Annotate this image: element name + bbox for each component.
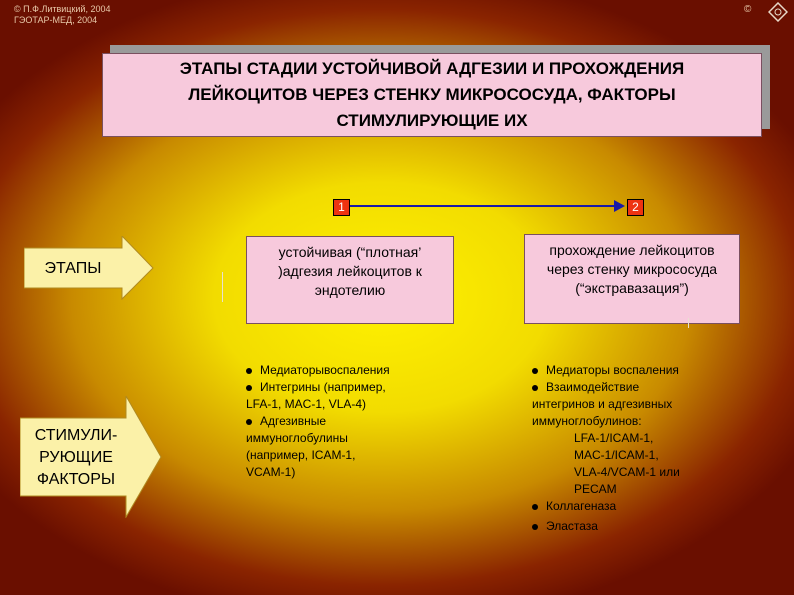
divider-tick-1: [222, 272, 223, 302]
bullet-icon: [246, 384, 252, 391]
bullet-icon: [246, 418, 252, 425]
row-label-factors: СТИМУЛИ-РУЮЩИЕ ФАКТОРЫ: [34, 427, 118, 488]
factor-subitem: MAC-1/ICAM-1,: [574, 448, 659, 462]
bullet-icon: [532, 367, 538, 374]
factor-item: Эластаза: [532, 518, 752, 535]
factors-list-1: Медиаторывоспаления Интегрины (например,…: [246, 362, 456, 481]
divider-tick-2: [688, 318, 689, 328]
factor-item: Адгезивные: [246, 413, 456, 430]
factor-item: Коллагеназа: [532, 498, 752, 515]
stage-box-1: устойчивая (“плотная’ )адгезия лейкоцито…: [246, 236, 454, 324]
factor-item-cont: иммуноглобулины: [246, 431, 348, 445]
factor-subitem: PECAM: [574, 482, 617, 496]
factor-item-cont: (например, ICAM-1,: [246, 448, 356, 462]
factor-item: Интегрины (например,: [246, 379, 456, 396]
bullet-icon: [532, 384, 538, 391]
copyright-line-2: ГЭОТАР-МЕД, 2004: [14, 15, 98, 25]
stage-box-2: прохождение лейкоцитов через стенку микр…: [524, 234, 740, 324]
stages-arrow-shape: [24, 236, 154, 300]
factor-item: Медиаторывоспаления: [246, 362, 456, 379]
factor-item-cont: иммуноглобулинов:: [532, 414, 642, 428]
row-label-stages: ЭТАПЫ: [44, 260, 102, 277]
factor-item-cont: VCAM-1): [246, 465, 296, 479]
slide-title: ЭТАПЫ СТАДИИ УСТОЙЧИВОЙ АДГЕЗИИ И ПРОХОЖ…: [102, 53, 762, 137]
stage-number-2: 2: [627, 199, 644, 216]
factor-item: Взаимодействие: [532, 379, 752, 396]
copyright: © П.Ф.Литвицкий, 2004 ГЭОТАР-МЕД, 2004: [14, 4, 110, 26]
stage-text-2: прохождение лейкоцитов через стенку микр…: [546, 242, 718, 296]
factors-list-2: Медиаторы воспаления Взаимодействие инте…: [532, 362, 752, 535]
bullet-icon: [532, 503, 538, 510]
factor-item-cont: интегринов и адгезивных: [532, 397, 673, 411]
stage-text-1: устойчивая (“плотная’ )адгезия лейкоцито…: [278, 244, 422, 298]
copyright-sign: ©: [744, 4, 752, 15]
factors-arrow-shape: [20, 396, 162, 518]
factor-item: Медиаторы воспаления: [532, 362, 752, 379]
stage-number-1: 1: [333, 199, 350, 216]
factor-subitem: VLA-4/VCAM-1 или: [574, 465, 680, 479]
diamond-logo-icon[interactable]: [768, 2, 788, 22]
copyright-line-1: © П.Ф.Литвицкий, 2004: [14, 4, 111, 14]
stage-connector-arrow: [348, 200, 625, 212]
bullet-icon: [246, 367, 252, 374]
bullet-icon: [532, 523, 538, 530]
factor-subitem: LFA-1/ICAM-1,: [574, 431, 654, 445]
factor-item-cont: LFA-1, MAC-1, VLA-4): [246, 397, 367, 411]
